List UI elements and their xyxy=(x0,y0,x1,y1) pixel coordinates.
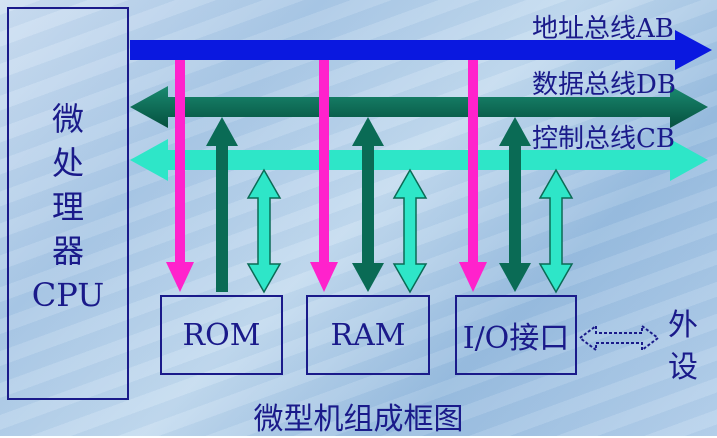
address-bus-label: 地址总线AB xyxy=(532,14,674,44)
peripheral-label-line-1: 外 xyxy=(668,308,698,343)
address-bus-arrow xyxy=(130,30,712,70)
rom-address-arrow xyxy=(166,60,194,292)
rom-label: ROM xyxy=(182,317,261,353)
cpu-label-line-5: CPU xyxy=(31,276,105,314)
control-bus-label: 控制总线CB xyxy=(532,124,676,154)
io-data-arrow xyxy=(499,117,531,292)
cpu-label-line-4: 器 xyxy=(51,232,84,270)
data-bus-arrow xyxy=(130,86,708,128)
ram-box: RAM xyxy=(306,295,430,375)
rom-box: ROM xyxy=(160,295,283,375)
io-peripheral-arrow xyxy=(578,324,660,352)
cpu-box: 微 处 理 器 CPU xyxy=(7,7,129,400)
diagram-caption: 微型机组成框图 xyxy=(253,402,464,437)
ram-data-arrow xyxy=(352,117,384,292)
peripheral-label-line-2: 设 xyxy=(668,350,698,385)
cpu-label-line-3: 理 xyxy=(51,188,84,226)
cpu-label-line-2: 处 xyxy=(51,144,84,182)
ram-address-arrow xyxy=(310,60,338,292)
io-interface-box: I/O接口 xyxy=(455,295,577,375)
rom-control-arrow xyxy=(246,168,282,294)
io-interface-label: I/O接口 xyxy=(462,321,570,356)
io-control-arrow xyxy=(538,168,574,294)
rom-data-arrow xyxy=(206,117,238,292)
ram-label: RAM xyxy=(330,317,406,353)
cpu-label-line-1: 微 xyxy=(51,100,84,138)
io-address-arrow xyxy=(459,60,487,292)
control-bus-arrow xyxy=(130,139,708,181)
ram-control-arrow xyxy=(392,168,428,294)
data-bus-label: 数据总线DB xyxy=(532,70,676,100)
